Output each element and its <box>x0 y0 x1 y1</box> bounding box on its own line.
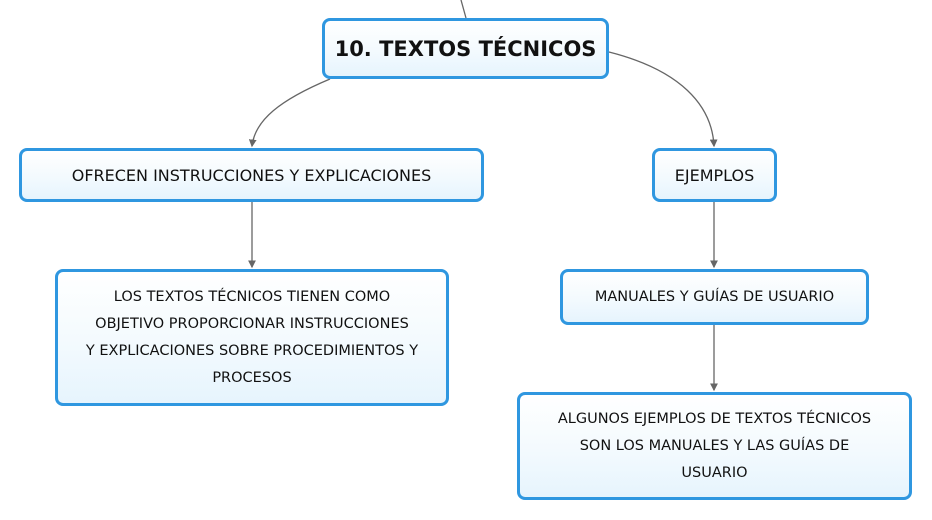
subtopic-node-los-textos[interactable]: LOS TEXTOS TÉCNICOS TIENEN COMO OBJETIVO… <box>55 269 449 406</box>
subtopic-text-algunos: ALGUNOS EJEMPLOS DE TEXTOS TÉCNICOS SON … <box>558 406 871 487</box>
root-topic-node[interactable]: 10. TEXTOS TÉCNICOS <box>322 18 609 79</box>
topic-label-ejemplos: EJEMPLOS <box>674 165 755 185</box>
subtopic-label-manuales: MANUALES Y GUÍAS DE USUARIO <box>594 288 835 305</box>
text-line: USUARIO <box>681 464 748 481</box>
text-line: Y EXPLICACIONES SOBRE PROCEDIMIENTOS Y <box>85 342 419 359</box>
text-line: LOS TEXTOS TÉCNICOS TIENEN COMO <box>113 288 391 305</box>
subtopic-text-los-textos: LOS TEXTOS TÉCNICOS TIENEN COMO OBJETIVO… <box>86 284 418 392</box>
subtopic-node-algunos[interactable]: ALGUNOS EJEMPLOS DE TEXTOS TÉCNICOS SON … <box>517 392 912 500</box>
text-line: PROCESOS <box>212 369 292 386</box>
topic-node-ofrecen[interactable]: OFRECEN INSTRUCCIONES Y EXPLICACIONES <box>19 148 484 202</box>
topic-node-ejemplos[interactable]: EJEMPLOS <box>652 148 777 202</box>
connector-root-to-ejemplos <box>608 51 718 148</box>
text-line: ALGUNOS EJEMPLOS DE TEXTOS TÉCNICOS <box>557 410 872 427</box>
text-line: SON LOS MANUALES Y LAS GUÍAS DE <box>579 437 850 454</box>
topic-label-ofrecen: OFRECEN INSTRUCCIONES Y EXPLICACIONES <box>71 165 432 185</box>
subtopic-node-manuales[interactable]: MANUALES Y GUÍAS DE USUARIO <box>560 269 869 325</box>
text-line: OBJETIVO PROPORCIONAR INSTRUCCIONES <box>95 315 409 332</box>
root-topic-label: 10. TEXTOS TÉCNICOS <box>334 36 597 61</box>
connector-parent-to-root <box>460 0 467 19</box>
connector-root-to-ofrecen <box>248 78 331 148</box>
